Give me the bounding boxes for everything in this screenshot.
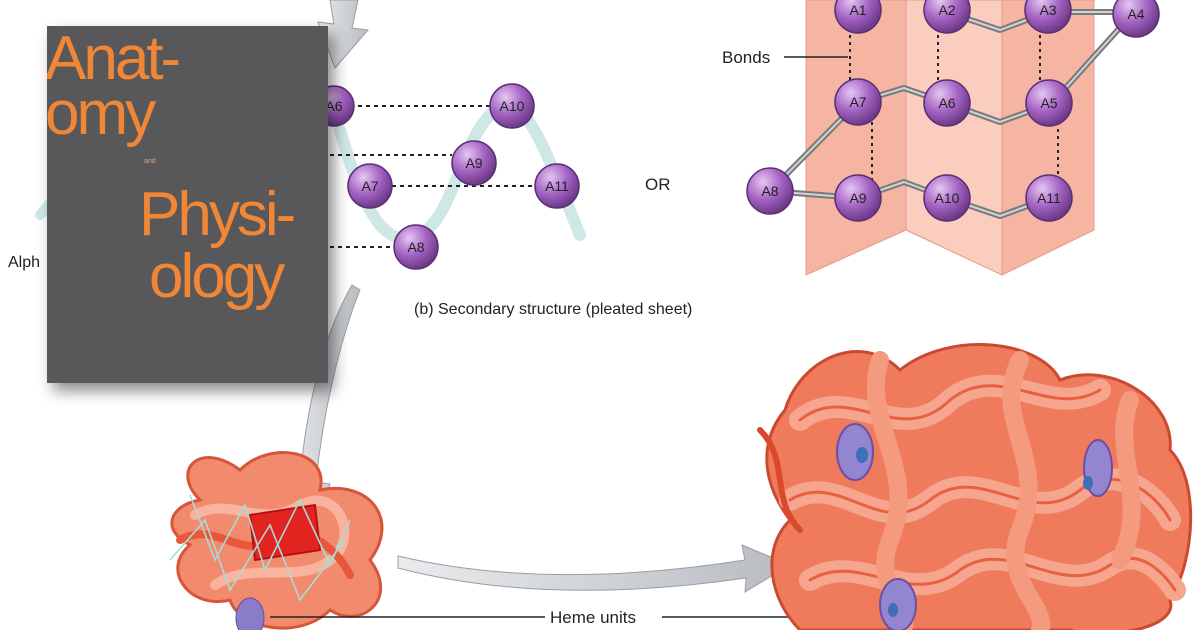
svg-text:A5: A5 (1040, 95, 1057, 111)
svg-text:A11: A11 (1037, 190, 1061, 206)
svg-text:A10: A10 (500, 98, 525, 114)
helix-node-a7: A7 (347, 163, 393, 209)
sheet-node-a2: A2 (923, 0, 971, 34)
svg-text:A2: A2 (938, 2, 955, 18)
svg-text:A4: A4 (1127, 6, 1144, 22)
book-title-line-2: omy (47, 79, 156, 148)
helix-nodes: A6 A10 A9 A7 A11 A8 (313, 83, 580, 270)
book-title-line-4: ology (149, 242, 285, 311)
sheet-node-a1: A1 (834, 0, 882, 34)
tertiary-structure (169, 451, 384, 635)
svg-text:A6: A6 (325, 98, 342, 114)
bonds-label: Bonds (722, 48, 770, 67)
heme-units-label: Heme units (550, 608, 636, 627)
svg-text:A9: A9 (465, 155, 482, 171)
sheet-bonds (849, 28, 1059, 180)
book-title-line-1: Anat- (47, 26, 181, 93)
helix-node-a11: A11 (534, 163, 580, 209)
sheet-node-a11: A11 (1025, 174, 1073, 222)
arrow-top (317, 0, 369, 69)
svg-text:A6: A6 (938, 95, 955, 111)
svg-text:A9: A9 (849, 190, 866, 206)
pleated-sheet (805, 0, 1095, 276)
svg-text:A11: A11 (545, 178, 569, 194)
helix-bonds (330, 105, 534, 248)
helix-node-a10: A10 (489, 83, 535, 129)
svg-text:A10: A10 (935, 190, 960, 206)
book-cover[interactable]: Anat- omy and Physi- ology (47, 26, 328, 383)
sheet-nodes: A1 A2 A3 A4 A7 A6 A5 A8 A9 A10 A11 (746, 0, 1160, 222)
svg-text:A7: A7 (849, 94, 866, 110)
sheet-node-a6: A6 (923, 79, 971, 127)
quaternary-structure (757, 343, 1193, 635)
alpha-label-partial: Alph (8, 254, 40, 271)
sheet-node-a3: A3 (1024, 0, 1072, 34)
sheet-node-a9: A9 (834, 174, 882, 222)
sheet-node-a10: A10 (923, 174, 971, 222)
svg-text:A8: A8 (407, 239, 424, 255)
helix-node-a9: A9 (451, 140, 497, 186)
svg-text:A1: A1 (849, 2, 866, 18)
arrow-right (397, 544, 792, 593)
or-label: OR (645, 175, 671, 194)
pleated-sheet-caption: (b) Secondary structure (pleated sheet) (414, 301, 692, 318)
helix-node-a8: A8 (393, 224, 439, 270)
sheet-node-a5: A5 (1025, 79, 1073, 127)
sheet-node-a4: A4 (1112, 0, 1160, 38)
sheet-node-a7: A7 (834, 78, 882, 126)
svg-text:A7: A7 (361, 178, 378, 194)
book-title-conjunction: and (144, 158, 156, 165)
svg-text:A8: A8 (761, 183, 778, 199)
book-title-line-3: Physi- (139, 180, 296, 249)
sheet-node-a8: A8 (746, 167, 794, 215)
svg-text:A3: A3 (1039, 2, 1056, 18)
